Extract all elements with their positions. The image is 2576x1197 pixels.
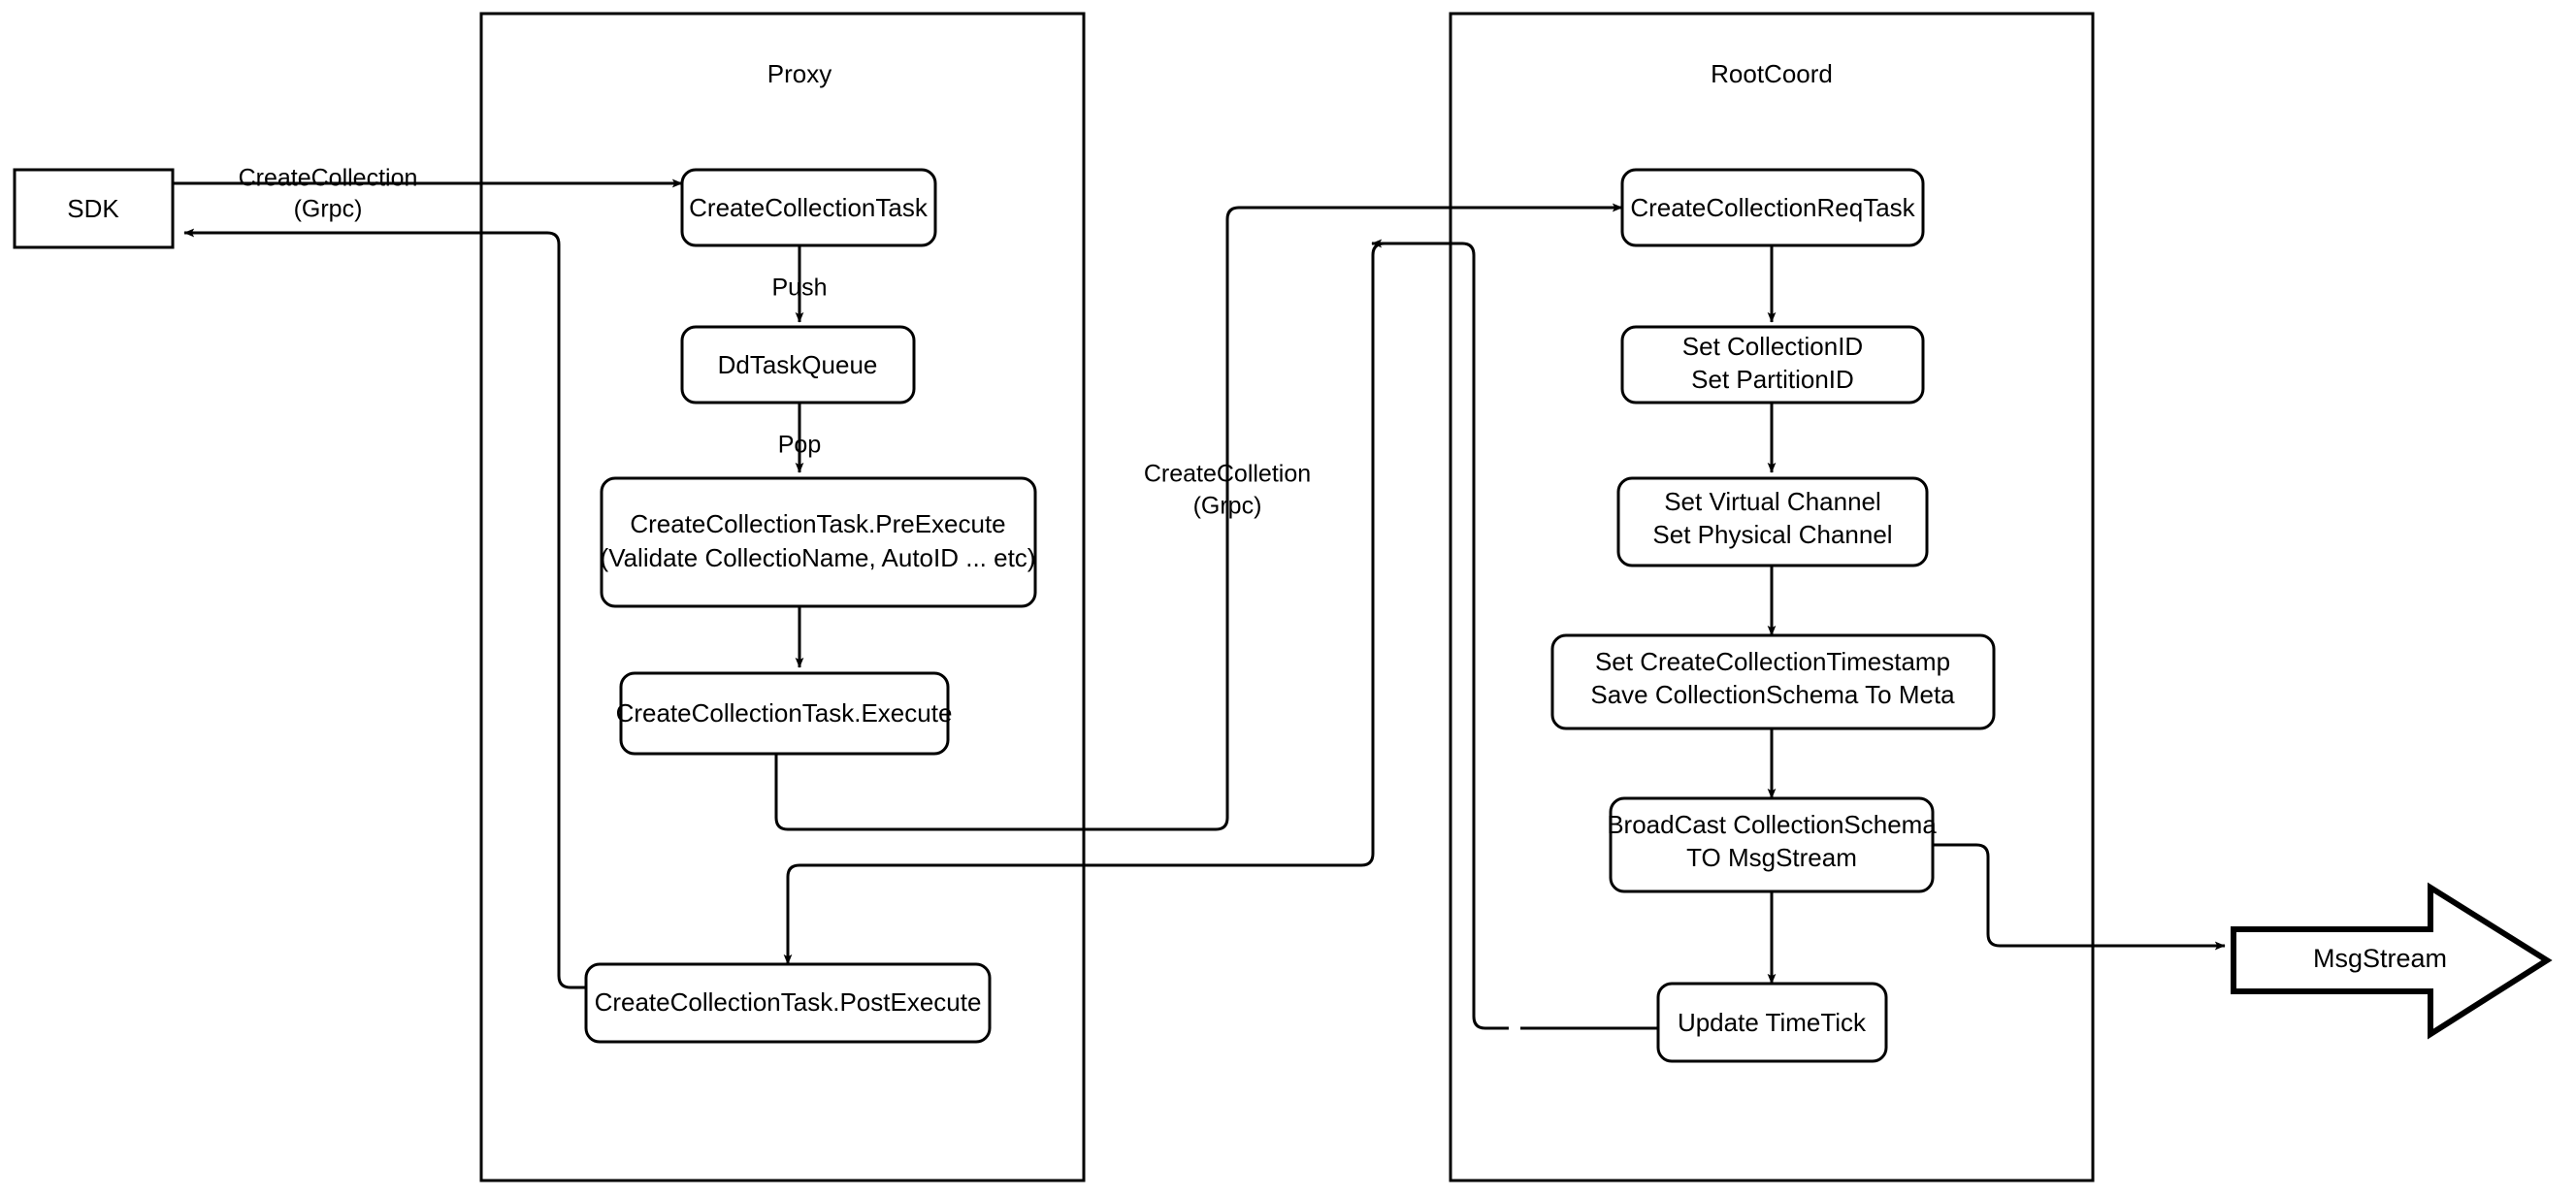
set-ids-label-line2: Set PartitionID [1691,365,1854,394]
node-set-ids[interactable]: Set CollectionID Set PartitionID [1620,325,1925,404]
update-timetick-label: Update TimeTick [1678,1008,1867,1037]
sdk-label: SDK [67,194,119,223]
node-pre-execute[interactable]: CreateCollectionTask.PreExecute (Validat… [600,476,1037,608]
execute-label: CreateCollectionTask.Execute [616,698,953,728]
node-execute[interactable]: CreateCollectionTask.Execute [616,671,953,756]
pre-execute-label-line1: CreateCollectionTask.PreExecute [630,509,1005,538]
edge-label-createcolletion-grpc-line2: (Grpc) [1193,493,1262,520]
dd-task-queue-box[interactable] [680,325,916,404]
set-meta-label-line1: Set CreateCollectionTimestamp [1595,647,1950,676]
edge-label-createcollection-grpc-line1: CreateCollection [239,165,418,192]
set-ids-label-line1: Set CollectionID [1682,332,1863,361]
node-create-collection-task[interactable]: CreateCollectionTask [680,168,937,247]
broadcast-label-line1: BroadCast CollectionSchema [1607,810,1937,839]
node-post-execute[interactable]: CreateCollectionTask.PostExecute [584,962,992,1044]
dd-task-queue-label: DdTaskQueue [718,350,878,379]
set-channels-box[interactable] [1616,476,1929,567]
msgstream-label: MsgStream [2313,944,2447,973]
proxy-container-label: Proxy [767,59,831,88]
node-msgstream[interactable]: MsgStream [2231,882,2553,1040]
edge-label-createcolletion-grpc-line1: CreateColletion [1144,461,1311,488]
rootcoord-container-label: RootCoord [1711,59,1833,88]
node-sdk[interactable]: SDK [13,168,175,249]
edge-response-down-to-postexecute [783,242,1386,965]
post-execute-box[interactable] [584,962,992,1044]
create-collection-req-task-box[interactable] [1620,168,1925,247]
set-meta-label-line2: Save CollectionSchema To Meta [1590,680,1955,709]
set-meta-box[interactable] [1550,633,1996,730]
pre-execute-label-line2: (Validate CollectioName, AutoID ... etc) [601,543,1036,572]
node-set-meta[interactable]: Set CreateCollectionTimestamp Save Colle… [1550,633,1996,730]
edge-label-push: Push [772,275,828,302]
node-update-timetick[interactable]: Update TimeTick [1656,982,1888,1063]
set-channels-label-line2: Set Physical Channel [1652,520,1892,549]
pre-execute-box[interactable] [600,476,1037,608]
create-collection-task-box[interactable] [680,168,937,247]
node-dd-task-queue[interactable]: DdTaskQueue [680,325,916,404]
node-create-collection-req-task[interactable]: CreateCollectionReqTask [1620,168,1925,247]
broadcast-box[interactable] [1609,796,1935,893]
sdk-box[interactable] [13,168,175,249]
node-set-channels[interactable]: Set Virtual Channel Set Physical Channel [1616,476,1929,567]
edge-execute-to-rootcoord [774,203,1623,831]
post-execute-label: CreateCollectionTask.PostExecute [595,987,982,1017]
create-collection-req-task-label: CreateCollectionReqTask [1630,193,1915,222]
edge-rootcoord-response-to-proxy [1371,239,1509,1030]
edge-label-pop: Pop [778,432,821,459]
msgstream-arrow-shape[interactable] [2231,882,2553,1040]
create-collection-task-label: CreateCollectionTask [689,193,929,222]
edge-postexecute-to-sdk [183,228,586,989]
set-channels-label-line1: Set Virtual Channel [1664,487,1881,516]
edge-broadcast-to-msgstream [1933,843,2226,951]
node-broadcast[interactable]: BroadCast CollectionSchema TO MsgStream [1607,796,1937,893]
broadcast-label-line2: TO MsgStream [1686,843,1857,872]
execute-box[interactable] [619,671,950,756]
set-ids-box[interactable] [1620,325,1925,404]
update-timetick-box[interactable] [1656,982,1888,1063]
edge-label-createcollection-grpc-line2: (Grpc) [294,196,363,223]
